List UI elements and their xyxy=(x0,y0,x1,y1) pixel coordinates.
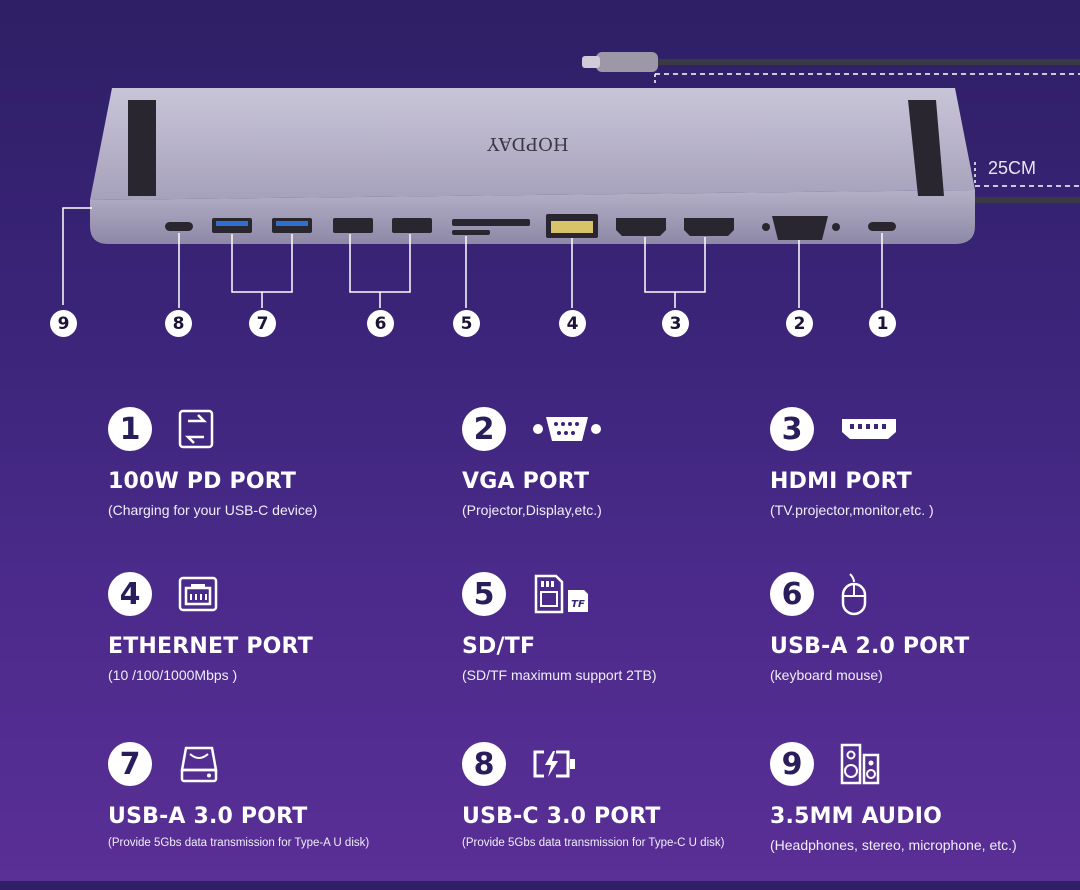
feature-ethernet-port: 4 ETHERNET PORT (10 /100/1000Mbps ) xyxy=(108,570,438,720)
feature-sd-tf: 5 TF SD/TF (SD/TF maximum support 2TB) xyxy=(462,570,792,720)
feature-usb-a3-port: 7 USB-A 3.0 PORT (Provide 5Gbs data tran… xyxy=(108,740,438,890)
feature-desc: (10 /100/1000Mbps ) xyxy=(108,667,238,683)
feature-audio: 9 3.5MM AUDIO (Headphones, stereo, micro… xyxy=(770,740,1080,890)
sd-slot xyxy=(452,219,530,226)
callout-2: 2 xyxy=(786,310,813,337)
usb-c-cable xyxy=(582,52,1080,203)
feature-grid: 1 100W PD PORT (Charging for your USB-C … xyxy=(0,395,1080,875)
speaker-icon xyxy=(840,743,880,785)
callout-leaders xyxy=(62,207,883,308)
feature-vga-port: 2 VGA PORT (Projector,Display,etc.) xyxy=(462,405,792,555)
battery-charging-icon xyxy=(532,749,578,779)
feature-number: 8 xyxy=(462,742,506,786)
vga-port xyxy=(772,216,828,240)
brand-logo: HOPDAY xyxy=(486,133,568,154)
feature-title: USB-A 2.0 PORT xyxy=(770,634,970,659)
docking-station-illustration: HOPDAY xyxy=(62,52,1080,308)
feature-pd-port: 1 100W PD PORT (Charging for your USB-C … xyxy=(108,405,438,555)
callout-8: 8 xyxy=(165,310,192,337)
hdmi-connector-icon xyxy=(840,416,898,442)
feature-number: 5 xyxy=(462,572,506,616)
feature-title: 3.5MM AUDIO xyxy=(770,804,942,829)
feature-title: ETHERNET PORT xyxy=(108,634,313,659)
product-hero: HOPDAY xyxy=(0,0,1080,360)
callout-7: 7 xyxy=(249,310,276,337)
callout-9: 9 xyxy=(50,310,77,337)
feature-title: HDMI PORT xyxy=(770,469,912,494)
feature-desc: (Provide 5Gbs data transmission for Type… xyxy=(108,837,370,849)
feature-number: 6 xyxy=(770,572,814,616)
svg-text:TF: TF xyxy=(571,599,585,610)
feature-number: 3 xyxy=(770,407,814,451)
usb-a2-port-6a xyxy=(333,218,373,233)
feature-number: 7 xyxy=(108,742,152,786)
tf-slot xyxy=(452,230,490,235)
feature-desc: (TV.projector,monitor,etc. ) xyxy=(770,502,934,518)
vga-connector-icon xyxy=(532,413,602,445)
callout-6: 6 xyxy=(367,310,394,337)
feature-number: 9 xyxy=(770,742,814,786)
mouse-icon xyxy=(840,572,868,616)
usb-c-pd-port-1 xyxy=(868,222,896,231)
feature-number: 2 xyxy=(462,407,506,451)
feature-number: 1 xyxy=(108,407,152,451)
feature-desc: (Projector,Display,etc.) xyxy=(462,502,602,518)
usb-a2-port-6b xyxy=(392,218,432,233)
ethernet-port-icon xyxy=(178,576,218,612)
feature-desc: (SD/TF maximum support 2TB) xyxy=(462,667,657,683)
callout-1: 1 xyxy=(869,310,896,337)
hdmi-port-b xyxy=(684,218,734,236)
feature-hdmi-port: 3 HDMI PORT (TV.projector,monitor,etc. ) xyxy=(770,405,1080,555)
callout-5: 5 xyxy=(453,310,480,337)
cable-length-label: 25CM xyxy=(988,158,1037,178)
feature-title: SD/TF xyxy=(462,634,536,659)
feature-title: USB-A 3.0 PORT xyxy=(108,804,308,829)
feature-usb-c3-port: 8 USB-C 3.0 PORT (Provide 5Gbs data tran… xyxy=(462,740,792,890)
feature-desc: (Headphones, stereo, microphone, etc.) xyxy=(770,837,1017,853)
callout-3: 3 xyxy=(662,310,689,337)
feature-number: 4 xyxy=(108,572,152,616)
feature-title: VGA PORT xyxy=(462,469,590,494)
usb-c-port-8 xyxy=(165,222,193,231)
hard-drive-icon xyxy=(178,744,220,784)
feature-title: 100W PD PORT xyxy=(108,469,297,494)
feature-desc: (Charging for your USB-C device) xyxy=(108,502,318,518)
feature-desc: (Provide 5Gbs data transmission for Type… xyxy=(462,837,725,849)
dock-ports xyxy=(165,214,896,240)
hdmi-port-a xyxy=(616,218,666,236)
sd-tf-card-icon: TF xyxy=(532,574,590,614)
callout-4: 4 xyxy=(559,310,586,337)
feature-title: USB-C 3.0 PORT xyxy=(462,804,661,829)
usb-c-pd-icon xyxy=(178,409,214,449)
feature-desc: (keyboard mouse) xyxy=(770,667,883,683)
feature-usb-a2-port: 6 USB-A 2.0 PORT (keyboard mouse) xyxy=(770,570,1080,720)
